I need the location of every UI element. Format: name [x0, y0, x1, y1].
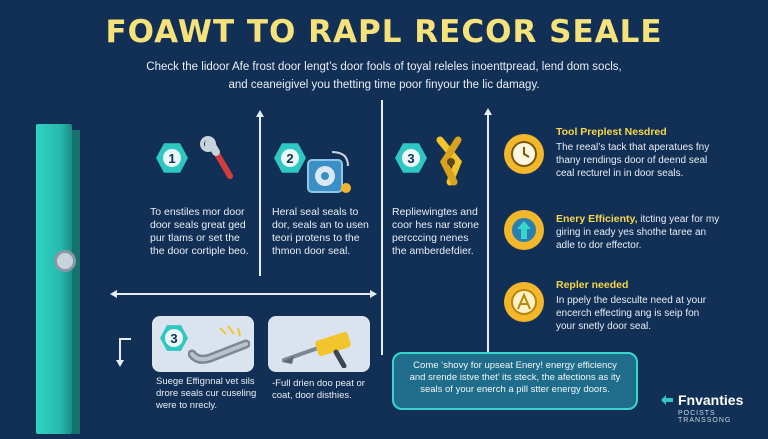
- flow-arrow-down: [116, 360, 124, 367]
- up-arrow-icon: [504, 210, 544, 250]
- intro-line-2: and ceaneigivel you thetting time poor f…: [228, 79, 540, 91]
- step-1-line: pur tlams or set the: [150, 232, 240, 244]
- step-1-text: To enstiles mor door door seals great ge…: [150, 206, 260, 258]
- step-1-line: door seals great ged: [150, 219, 246, 231]
- step-3-line: coor hes nar stone: [392, 219, 479, 231]
- right-item-line: giring in eady yes shothe taree an: [556, 227, 707, 238]
- right-item-efficiency-heading: Enery Efficienty,: [556, 213, 638, 225]
- card-caulk: [268, 316, 370, 372]
- brand-name: Fnvanties: [678, 392, 744, 408]
- right-item-tool-title: Tool Preplest Nesdred: [556, 126, 667, 138]
- callout-line: seals of your enerch a pill stter energy…: [420, 384, 610, 395]
- right-item-line: The reeal’s tack that aperatues fny: [556, 142, 710, 153]
- right-item-efficiency-suffix: itcting year for my: [637, 214, 720, 225]
- flow-arrow-left: [110, 290, 117, 298]
- pipe-icon: [188, 325, 250, 364]
- right-item-efficiency-text: giring in eady yes shothe taree an adle …: [556, 226, 756, 252]
- step-3-line: percccing nenes: [392, 232, 469, 244]
- intro-text: Check the lidoor Afe frost door lengt’s …: [120, 58, 648, 94]
- right-item-line: your snetly door seal.: [556, 321, 652, 332]
- card-caulk-text: -Full drien doo peat or coat, door disth…: [272, 378, 376, 402]
- step-1-line: the door cortiple beo.: [150, 245, 249, 257]
- door-knob-icon: [54, 250, 76, 272]
- step-2-badge: 2: [274, 143, 306, 173]
- caulk-gun-icon: [282, 331, 351, 368]
- card-caulk-line: -Full drien doo peat or: [272, 378, 365, 389]
- flow-line-vertical-1: [259, 116, 261, 276]
- door-illustration: [36, 124, 72, 434]
- step-3-line: Repliewingtes and: [392, 206, 478, 218]
- step-1-badge: 1: [156, 143, 188, 173]
- flow-arrow-right: [370, 290, 377, 298]
- right-item-line: thany rendings door of deend seal: [556, 155, 708, 166]
- flow-line-horizontal: [116, 293, 370, 295]
- flow-line-vertical-4: [119, 338, 121, 362]
- right-item-line: ceal recturel in in door seals.: [556, 168, 684, 179]
- flow-line-vertical-3: [487, 114, 489, 354]
- energy-callout: Come ‘shovy for upseat Enery! energy eff…: [392, 352, 638, 410]
- flow-arrow-up-3: [484, 108, 492, 115]
- clamp-tool-icon: [436, 136, 463, 186]
- right-item-line: In ppely the desculte need at your: [556, 295, 707, 306]
- step-3-text: Repliewingtes and coor hes nar stone per…: [392, 206, 492, 258]
- door-edge: [72, 130, 80, 434]
- right-item-repair-text: In ppely the desculte need at your encer…: [556, 294, 761, 333]
- clock-icon: [504, 134, 544, 174]
- step-2-line: Heral seal seals to: [272, 206, 359, 218]
- gear-compass-icon: [504, 282, 544, 322]
- card-badge: 3: [160, 325, 188, 351]
- step-2-line: dor, seals an to usen: [272, 219, 369, 231]
- intro-line-1: Check the lidoor Afe frost door lengt’s …: [146, 61, 622, 73]
- step-3-badge: 3: [395, 143, 427, 173]
- card-pipe-line: drore seals cur cuseling: [156, 388, 257, 399]
- card-pipe: 3: [152, 316, 254, 372]
- brand-mark-icon: [661, 395, 673, 405]
- right-item-efficiency-title: Enery Efficienty, itcting year for my: [556, 213, 766, 226]
- right-item-line: adle to dor effector.: [556, 240, 642, 251]
- gauge-device-icon: [307, 151, 351, 193]
- callout-line: and srende istve thet’ its steck, the af…: [409, 372, 621, 383]
- brand-tagline: POCISTS TRANSSONG: [678, 410, 732, 424]
- card-pipe-line: were to nrecly.: [156, 400, 218, 411]
- step-1-line: To enstiles mor door: [150, 206, 245, 218]
- card-pipe-line: Suege Effignnal vet sils: [156, 376, 255, 387]
- step-2-line: thmon door seal.: [272, 245, 351, 257]
- card-caulk-line: coat, door disthies.: [272, 390, 352, 401]
- step-3-line: the amberdefdier.: [392, 245, 474, 257]
- brand-name-row: Fnvanties: [660, 392, 768, 408]
- wrench-icon: [200, 136, 233, 179]
- right-item-line: encerch effecting ang is seip fon: [556, 308, 700, 319]
- right-item-repair-title: Repler needed: [556, 279, 629, 291]
- callout-line: Come ‘shovy for upseat Enery! energy eff…: [413, 360, 617, 371]
- card-pipe-text: Suege Effignnal vet sils drore seals cur…: [156, 376, 260, 412]
- page-title: FOAWT TO RAPL RECOR SEALE: [105, 14, 663, 50]
- brand-logo: Fnvanties POCISTS TRANSSONG: [660, 392, 768, 424]
- flow-line-vertical-2: [381, 100, 383, 355]
- flow-line-small: [119, 338, 131, 340]
- step-2-line: teori protens to the: [272, 232, 360, 244]
- right-item-tool-text: The reeal’s tack that aperatues fny than…: [556, 141, 756, 180]
- step-2-text: Heral seal seals to dor, seals an to use…: [272, 206, 382, 258]
- flow-arrow-up-1: [256, 110, 264, 117]
